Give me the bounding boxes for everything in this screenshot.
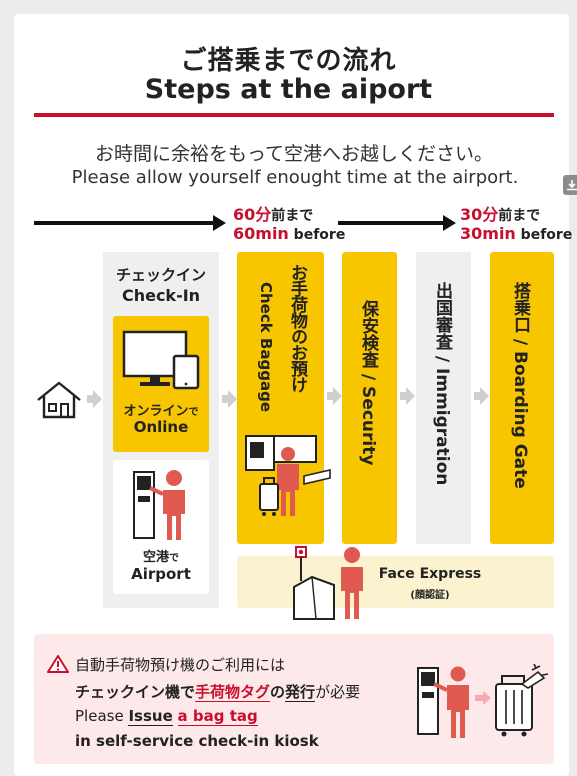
- download-button[interactable]: [563, 175, 577, 195]
- face-camera-icon: [293, 546, 363, 620]
- checkin-title-en: Check-In: [121, 286, 201, 305]
- security-step[interactable]: [342, 252, 397, 544]
- flow-arrow-4-stem: [400, 392, 406, 400]
- airport-checkin-option[interactable]: [113, 460, 209, 594]
- house-icon: [37, 381, 81, 419]
- online-ja-main: オンライン: [123, 404, 189, 419]
- page-title-ja: ご搭乗までの流れ: [180, 46, 397, 76]
- face-express-label-ja: (顔認証): [410, 590, 450, 601]
- mark-30-en-num: 30min: [460, 224, 516, 243]
- notice-particle: の: [270, 683, 286, 701]
- notice-line-2: チェックイン機で手荷物タグの発行が必要: [75, 681, 360, 702]
- flow-arrow-3-stem: [327, 392, 333, 400]
- mark-60-ja-suffix: 前まで: [271, 208, 314, 224]
- luggage-icon: [495, 664, 549, 737]
- pink-arrow-icon: [475, 691, 491, 705]
- notice-line-4: in self-service check-in kiosk: [75, 732, 319, 750]
- timeline-arrow-1-head: [213, 215, 226, 231]
- kiosk-icon: [133, 470, 185, 540]
- face-express-label-en: Face Express: [378, 566, 482, 582]
- notice-please: Please: [75, 707, 129, 725]
- immigration-label: 出国審査 / Immigration: [432, 282, 452, 486]
- face-express-panel[interactable]: [237, 556, 554, 608]
- timeline-arrow-2: [338, 221, 444, 225]
- mark-60-en-num: 60min: [233, 224, 289, 243]
- immigration-step[interactable]: [416, 252, 471, 544]
- airport-ja-suffix: で: [169, 553, 179, 564]
- mark-30-ja-num: 30分: [460, 205, 499, 224]
- bag-drop-machine-icon: [245, 435, 331, 516]
- boarding-gate-step[interactable]: [490, 252, 554, 544]
- check-baggage-step[interactable]: [237, 252, 324, 544]
- timeline-arrow-1: [34, 221, 214, 225]
- online-ja-suffix: で: [188, 407, 199, 418]
- flow-arrow-2: [228, 390, 237, 408]
- online-label-en: Online: [133, 418, 189, 436]
- warning-icon: [47, 655, 69, 673]
- flow-arrow-5-stem: [474, 392, 480, 400]
- intro-text-en: Please allow yourself enought time at th…: [71, 167, 519, 188]
- mark-60-en-suffix: before: [288, 227, 346, 243]
- download-icon: [567, 180, 577, 191]
- airport-ja-main: 空港: [142, 550, 169, 565]
- notice-line-1: 自動手荷物預け機のご利用には: [75, 656, 286, 674]
- timeline-mark-30: 30分前まで 30min before: [460, 206, 572, 244]
- notice-issue-ja: 発行: [285, 683, 316, 702]
- security-label: 保安検査 / Security: [358, 300, 378, 466]
- airport-label-en: Airport: [131, 565, 191, 583]
- monitor-icon: [122, 330, 200, 390]
- notice-bag-tag-ja: 手荷物タグ: [195, 683, 271, 702]
- timeline-arrow-2-head: [443, 215, 456, 231]
- baggage-label-en: Check Baggage: [257, 282, 275, 413]
- checkin-title-ja: チェックイン: [115, 266, 206, 284]
- mark-60-ja-num: 60分: [233, 205, 272, 224]
- flow-arrow-3: [333, 387, 342, 405]
- timeline-mark-60: 60分前まで 60min before: [233, 206, 345, 244]
- notice-required: が必要: [315, 683, 361, 701]
- baggage-label-ja: お手荷物のお預け: [287, 264, 307, 392]
- boarding-label: 搭乗口 / Boarding Gate: [510, 282, 530, 489]
- kiosk-person-icon: [417, 666, 469, 738]
- notice-space: [173, 707, 178, 725]
- page-title-en: Steps at the aiport: [144, 74, 433, 105]
- mark-30-ja-suffix: 前まで: [498, 208, 541, 224]
- flow-arrow-5: [480, 387, 489, 405]
- notice-kiosk-text: チェックイン機で: [75, 683, 196, 701]
- intro-text-ja: お時間に余裕をもって空港へお越しください。: [94, 143, 494, 165]
- online-label-ja: オンラインで: [113, 400, 209, 419]
- title-divider: [34, 113, 554, 117]
- notice-bag-tag-en: a bag tag: [177, 707, 258, 726]
- flow-arrow-1-stem: [87, 395, 93, 403]
- notice-line-3: Please Issue a bag tag: [75, 707, 258, 726]
- airport-label-ja: 空港で: [113, 546, 209, 565]
- flow-arrow-2-stem: [222, 395, 228, 403]
- flow-arrow-1: [93, 390, 102, 408]
- mark-30-en-suffix: before: [515, 227, 573, 243]
- flow-arrow-4: [406, 387, 415, 405]
- notice-issue-en: Issue: [128, 707, 173, 726]
